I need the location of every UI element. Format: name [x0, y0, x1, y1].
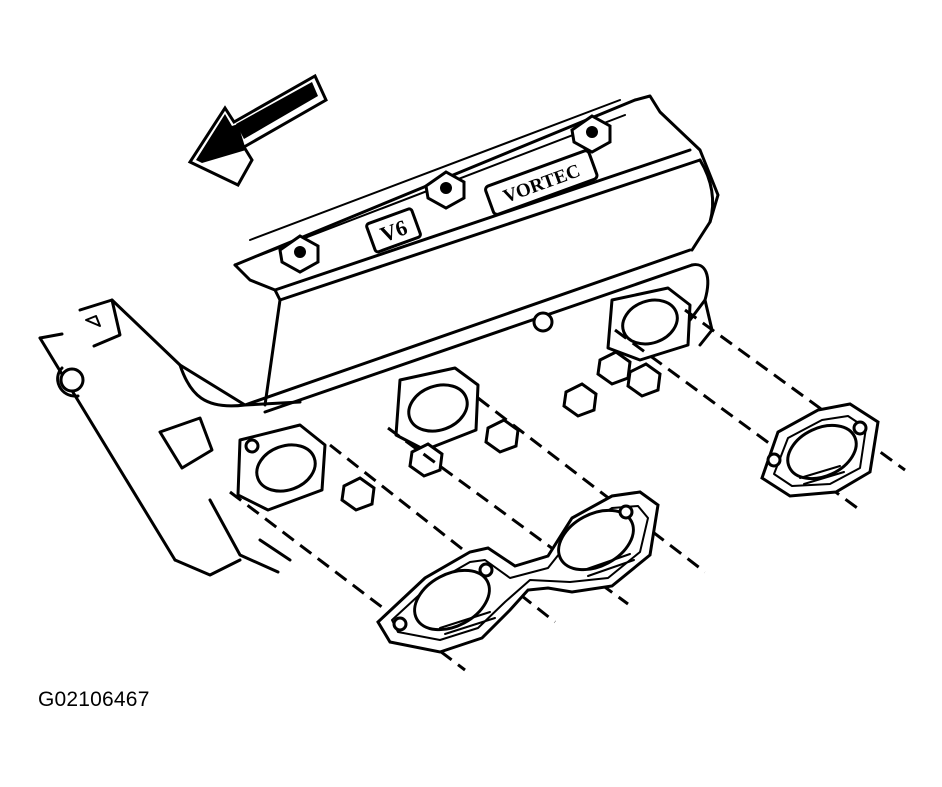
vortec-badge: VORTEC: [484, 149, 599, 216]
exhaust-manifold-gasket-single: [760, 402, 880, 498]
valve-cover-bolt: [424, 170, 466, 210]
engine-block: [38, 248, 714, 577]
head-bolt: [626, 362, 662, 398]
head-bolt: [408, 442, 444, 478]
valve-cover: V6 VORTEC: [233, 94, 720, 407]
valve-cover-bolt: [570, 114, 612, 154]
valve-cover-bolt: [278, 234, 320, 274]
exhaust-port-2: [394, 366, 480, 452]
figure-code: G02106467: [38, 688, 150, 711]
exhaust-port-1: [236, 423, 327, 512]
direction-arrow-icon: [187, 73, 328, 187]
head-bolt: [596, 350, 632, 386]
head-bolt: [562, 382, 598, 418]
exhaust-port-3: [606, 286, 692, 362]
v6-badge: V6: [365, 207, 422, 254]
exhaust-port-flanges: [158, 286, 692, 574]
exhaust-manifold-gasket-dual: [376, 490, 660, 654]
head-bolt: [340, 476, 376, 512]
head-bolt: [484, 418, 520, 454]
